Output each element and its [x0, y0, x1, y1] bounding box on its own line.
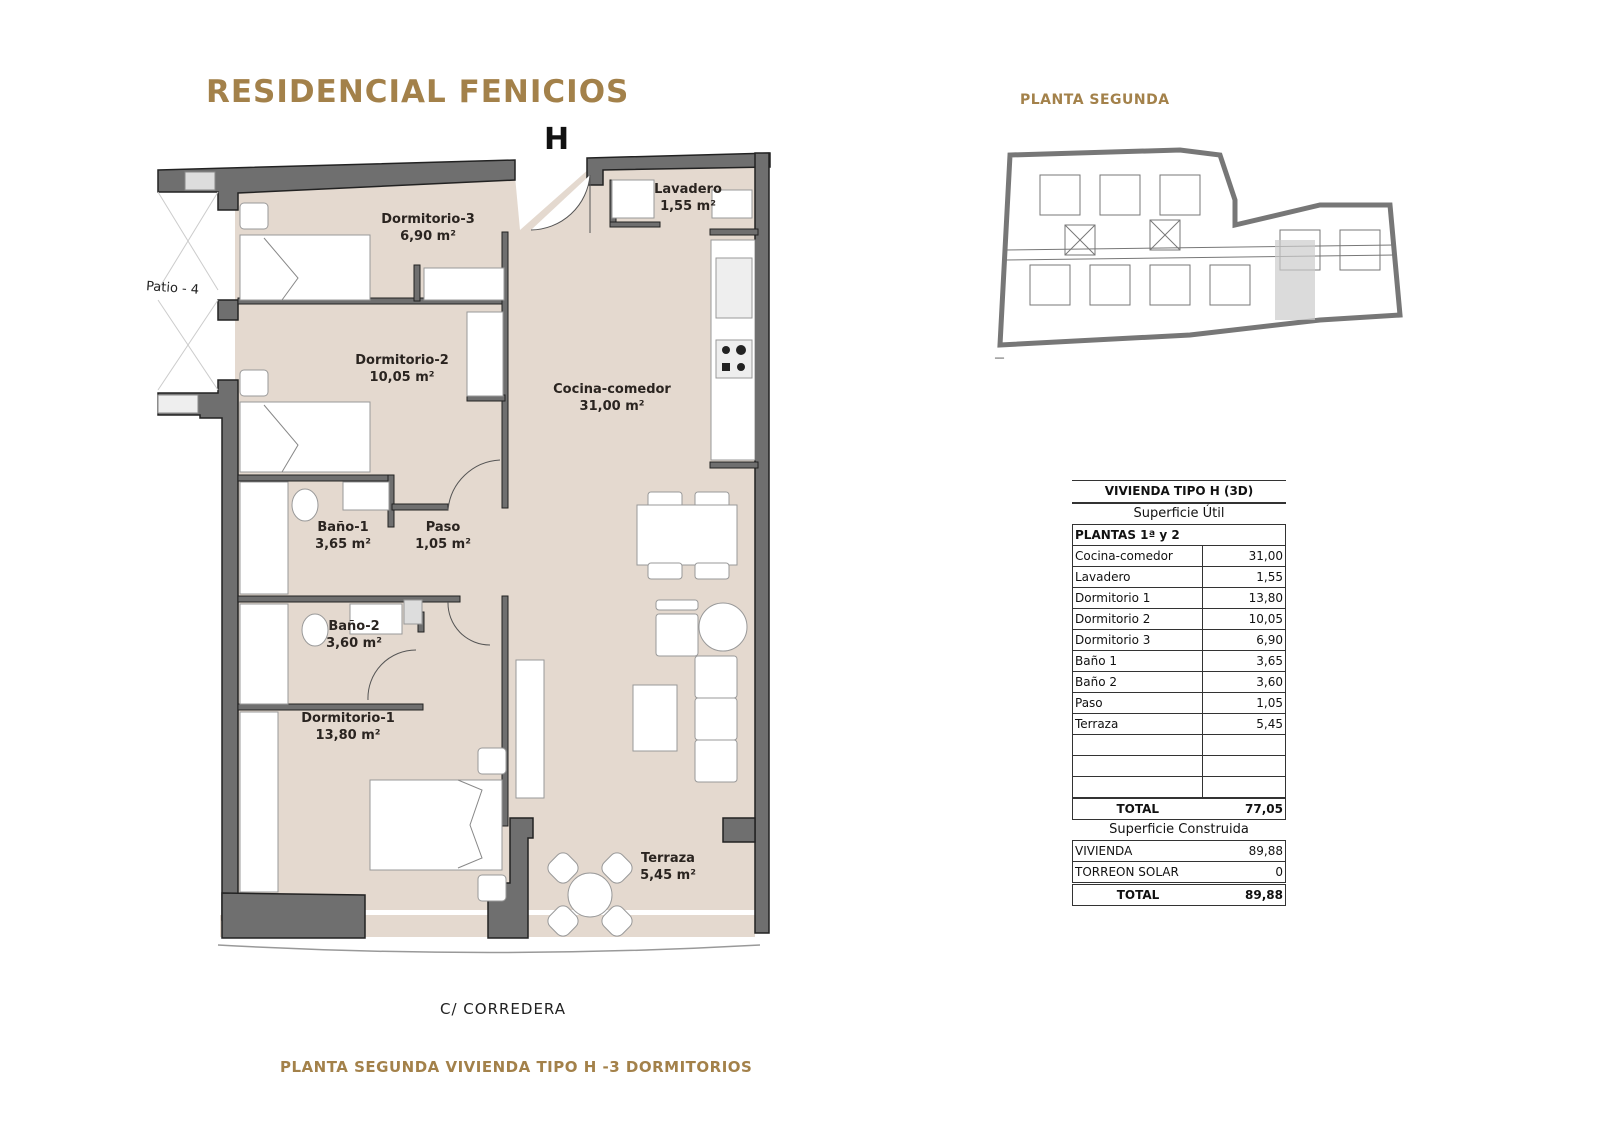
room-area: 13,80 m²	[315, 728, 381, 743]
room-area: 5,45 m²	[640, 868, 696, 883]
room-name: Cocina-comedor	[553, 382, 671, 397]
key-plan: ═══	[994, 147, 1403, 362]
surface-table: VIVIENDA TIPO H (3D) Superficie Útil PLA…	[1072, 480, 1286, 906]
useful-surface-caption: Superficie Útil	[1133, 506, 1225, 521]
table-title: VIVIENDA TIPO H (3D)	[1072, 480, 1286, 504]
project-title: RESIDENCIAL FENICIOS	[206, 74, 630, 110]
room-name: Dormitorio-2	[355, 353, 449, 368]
room-area: 10,05 m²	[369, 370, 435, 385]
furniture	[239, 179, 756, 937]
room-name: Baño-1	[317, 520, 369, 535]
room-area: 3,60 m²	[326, 636, 382, 651]
exterior-walls	[157, 152, 771, 939]
empty-row	[1072, 755, 1286, 777]
room-name: Dormitorio-1	[301, 711, 395, 726]
room-name: Terraza	[641, 851, 695, 866]
svg-text:═══: ═══	[994, 356, 1005, 362]
empty-row	[1072, 734, 1286, 756]
empty-row	[1072, 776, 1286, 799]
room-dormitorio-3: Dormitorio-3 6,90 m²	[381, 211, 475, 245]
room-name: Paso	[425, 520, 461, 535]
room-name: Dormitorio-3	[381, 212, 475, 227]
room-lavadero: Lavadero 1,55 m²	[654, 181, 722, 215]
room-cocina-comedor: Cocina-comedor 31,00 m²	[553, 381, 671, 415]
entrance-door	[530, 174, 591, 231]
interior-walls	[237, 179, 759, 827]
room-terraza: Terraza 5,45 m²	[640, 850, 696, 884]
unit-letter: H	[544, 122, 570, 157]
room-dormitorio-1: Dormitorio-1 13,80 m²	[301, 710, 395, 744]
street-label: C/ CORREDERA	[440, 1000, 567, 1018]
room-area: 1,55 m²	[660, 199, 716, 214]
section-header: PLANTAS 1ª y 2	[1072, 524, 1286, 546]
room-bano-1: Baño-1 3,65 m²	[315, 519, 371, 553]
room-name: Baño-2	[328, 619, 380, 634]
room-area: 31,00 m²	[579, 399, 645, 414]
room-name: Lavadero	[654, 182, 722, 197]
room-area: 3,65 m²	[315, 537, 371, 552]
room-bano-2: Baño-2 3,60 m²	[326, 618, 382, 652]
room-area: 1,05 m²	[415, 537, 471, 552]
room-area: 6,90 m²	[400, 229, 456, 244]
patio-window	[157, 191, 219, 391]
built-surface-caption: Superficie Construida	[1109, 822, 1249, 837]
room-paso: Paso 1,05 m²	[415, 519, 471, 553]
room-dormitorio-2: Dormitorio-2 10,05 m²	[355, 352, 449, 386]
floor-title: PLANTA SEGUNDA	[1020, 92, 1170, 108]
footer-caption: PLANTA SEGUNDA VIVIENDA TIPO H -3 DORMIT…	[280, 1058, 753, 1076]
